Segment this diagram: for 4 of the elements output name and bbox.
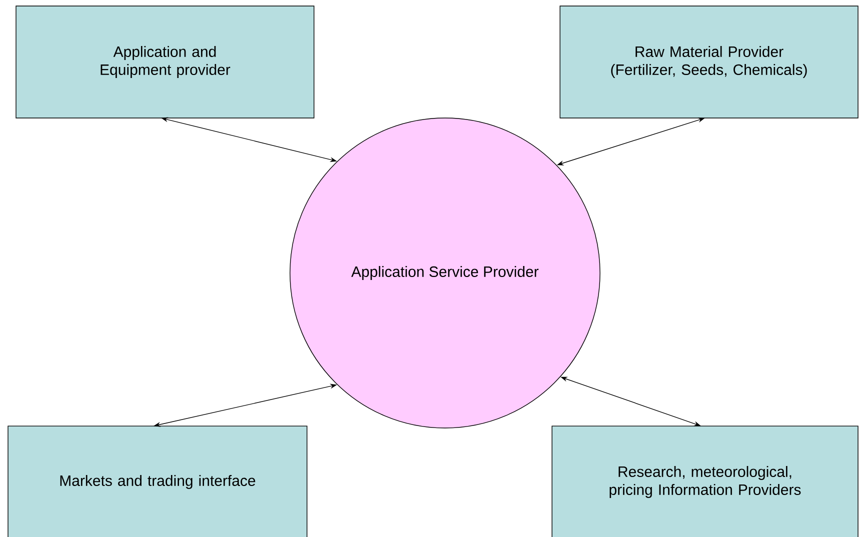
provider-box: Research, meteorological, pricing Information Providers	[552, 426, 858, 537]
provider-box: Markets and trading interface	[8, 426, 308, 537]
provider-box: Application and Equipment provider	[16, 6, 314, 118]
provider-box: Raw Material Provider (Fertilizer, Seeds, Chemicals)	[560, 6, 858, 118]
